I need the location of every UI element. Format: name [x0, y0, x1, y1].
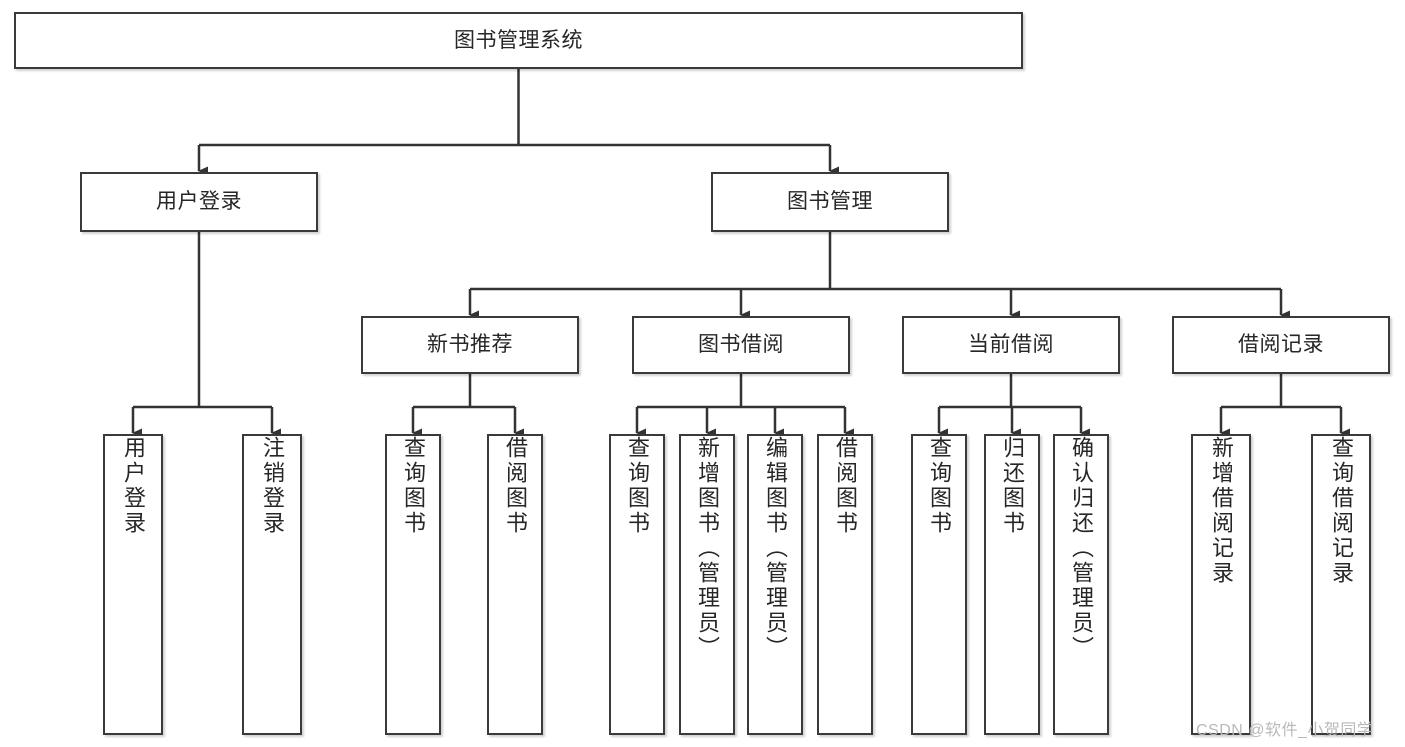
node-new-book-recommend[interactable]: 新书推荐 [361, 316, 579, 374]
edges [131, 69, 1350, 438]
node-leaf-add-borrow-record[interactable]: 新增借阅记录 [1191, 434, 1251, 735]
node-user-login[interactable]: 用户登录 [80, 172, 318, 232]
node-label: 归还图书 [1000, 436, 1025, 536]
csdn-watermark: CSDN @软件_小贺同学 [1196, 722, 1374, 739]
node-label: 查询借阅记录 [1329, 436, 1354, 586]
node-label: 图书管理 [787, 190, 873, 214]
node-label: 新增图书（管理员） [695, 436, 720, 661]
node-label: 注销登录 [260, 436, 285, 536]
node-label: 新书推荐 [427, 333, 513, 357]
node-leaf-query-book-3[interactable]: 查询图书 [911, 434, 967, 735]
node-label: 借阅图书 [833, 436, 858, 536]
node-label: 用户登录 [121, 436, 146, 536]
node-leaf-add-book-admin[interactable]: 新增图书（管理员） [679, 434, 735, 735]
node-label: 编辑图书（管理员） [763, 436, 788, 661]
node-leaf-query-borrow-record[interactable]: 查询借阅记录 [1311, 434, 1371, 735]
node-current-borrow[interactable]: 当前借阅 [902, 316, 1120, 374]
node-leaf-borrow-book-1[interactable]: 借阅图书 [487, 434, 543, 735]
node-label: 当前借阅 [968, 333, 1054, 357]
node-label: 借阅记录 [1238, 333, 1324, 357]
node-leaf-borrow-book-2[interactable]: 借阅图书 [817, 434, 873, 735]
node-label: 图书借阅 [698, 333, 784, 357]
node-leaf-edit-book-admin[interactable]: 编辑图书（管理员） [747, 434, 803, 735]
node-label: 新增借阅记录 [1209, 436, 1234, 586]
node-leaf-logout-login[interactable]: 注销登录 [242, 434, 302, 735]
node-leaf-query-book-2[interactable]: 查询图书 [609, 434, 665, 735]
node-label: 借阅图书 [503, 436, 528, 536]
node-leaf-query-book-1[interactable]: 查询图书 [385, 434, 441, 735]
node-borrow-record[interactable]: 借阅记录 [1172, 316, 1390, 374]
node-root-system[interactable]: 图书管理系统 [14, 12, 1023, 69]
node-label: 查询图书 [401, 436, 426, 536]
node-label: 查询图书 [927, 436, 952, 536]
node-label: 用户登录 [156, 190, 242, 214]
node-label: 查询图书 [625, 436, 650, 536]
node-leaf-return-book[interactable]: 归还图书 [984, 434, 1040, 735]
node-leaf-user-login[interactable]: 用户登录 [103, 434, 163, 735]
node-label: 图书管理系统 [454, 28, 583, 52]
node-book-management[interactable]: 图书管理 [711, 172, 949, 232]
node-label: 确认归还（管理员） [1069, 436, 1094, 661]
node-book-borrow[interactable]: 图书借阅 [632, 316, 850, 374]
node-leaf-confirm-return-admin[interactable]: 确认归还（管理员） [1053, 434, 1109, 735]
